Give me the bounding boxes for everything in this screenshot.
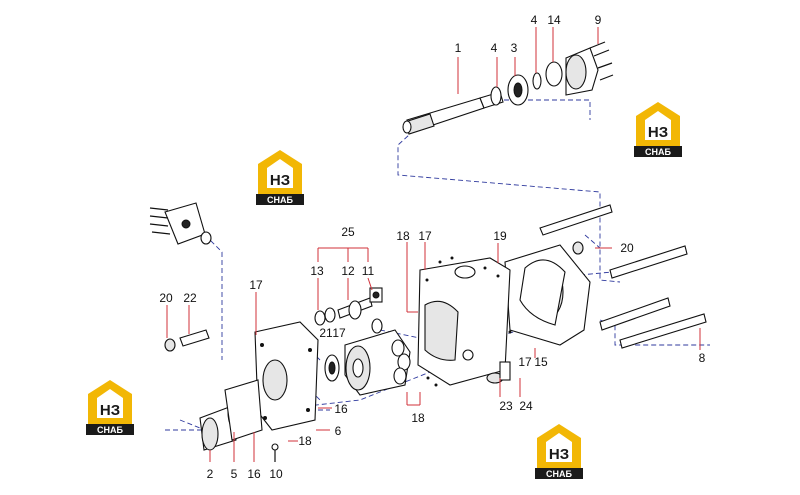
logo-mark: НЗ [100,402,120,419]
callout-17-left: 17 [249,278,263,292]
logo-caption: СНАБ [267,195,293,205]
callout-4-upper: 4 [531,13,538,27]
part-plug-11 [369,287,383,303]
part-drive-shaft [402,91,504,135]
part-long-bolts-8 [539,204,707,349]
callout-14: 14 [547,13,561,27]
part-cylinder-pistons [391,339,411,385]
callout-8: 8 [699,351,706,365]
callout-18-bottom: 18 [411,411,425,425]
callout-13: 13 [310,264,324,278]
leader-lines [166,27,701,462]
callout-19: 19 [493,229,507,243]
part-23-24 [486,361,511,384]
callout-6: 6 [335,424,342,438]
callout-25: 25 [341,225,355,239]
callout-4: 4 [491,41,498,55]
logo-caption: СНАБ [97,425,123,435]
part-flange-cover [565,47,599,96]
brand-logo-bottom-right: НЗ СНАБ [535,424,583,479]
callout-11: 11 [362,264,375,278]
part-main-housing [417,257,511,386]
callout-9: 9 [595,13,602,27]
part-output-shaft-2 [199,405,237,451]
callout-18-top: 18 [396,229,410,243]
callout-5: 5 [231,467,238,481]
part-flange-plate-17 [254,321,319,431]
callout-23: 23 [499,399,513,413]
callout-21: 21 [319,326,333,340]
logo-caption: СНАБ [546,469,572,479]
logo-caption: СНАБ [645,147,671,157]
part-plug-20-right [572,241,584,255]
callout-numbers: 1 4 3 4 14 9 20 8 25 13 12 11 21 17 18 1… [159,13,705,481]
callout-10: 10 [269,467,283,481]
part-ring-21 [371,318,383,334]
part-retaining-ring-4 [490,86,502,106]
part-plug-20-left [164,338,176,352]
part-screw-10 [271,443,279,462]
callout-2: 2 [207,467,214,481]
callout-20-left: 20 [159,291,173,305]
callout-3: 3 [511,41,518,55]
callout-17-top: 17 [418,229,432,243]
part-port-flange [149,202,212,245]
part-plate-16 [224,379,263,441]
callout-12: 12 [341,264,355,278]
callout-22: 22 [183,291,197,305]
callout-1: 1 [455,41,462,55]
callout-20-right: 20 [620,241,634,255]
callout-17-right: 17 [518,355,532,369]
logo-mark: НЗ [549,446,569,463]
brand-logo-top-right: НЗ СНАБ [634,102,682,157]
callout-15: 15 [534,355,548,369]
logo-mark: НЗ [270,172,290,189]
callout-17-center: 17 [332,326,346,340]
part-housing-screws [425,256,512,387]
callout-24: 24 [519,399,533,413]
brand-logo-bottom-left: НЗ СНАБ [86,380,134,435]
part-pin-22 [179,329,210,347]
callout-16-right: 16 [334,402,348,416]
part-bolts-9 [589,41,614,81]
part-bearing-3 [507,74,529,106]
part-bearing-17 [324,354,340,382]
part-seal-13 [314,307,336,326]
brand-logo-top-left: НЗ СНАБ [256,150,304,205]
callout-16-bottom: 16 [247,467,261,481]
part-retaining-ring-4b [532,72,542,90]
part-end-cover-15 [504,244,591,346]
part-servo-piston-12 [337,297,373,320]
logo-mark: НЗ [648,124,668,141]
callout-18-lower: 18 [298,434,312,448]
part-seal-14 [545,61,563,87]
